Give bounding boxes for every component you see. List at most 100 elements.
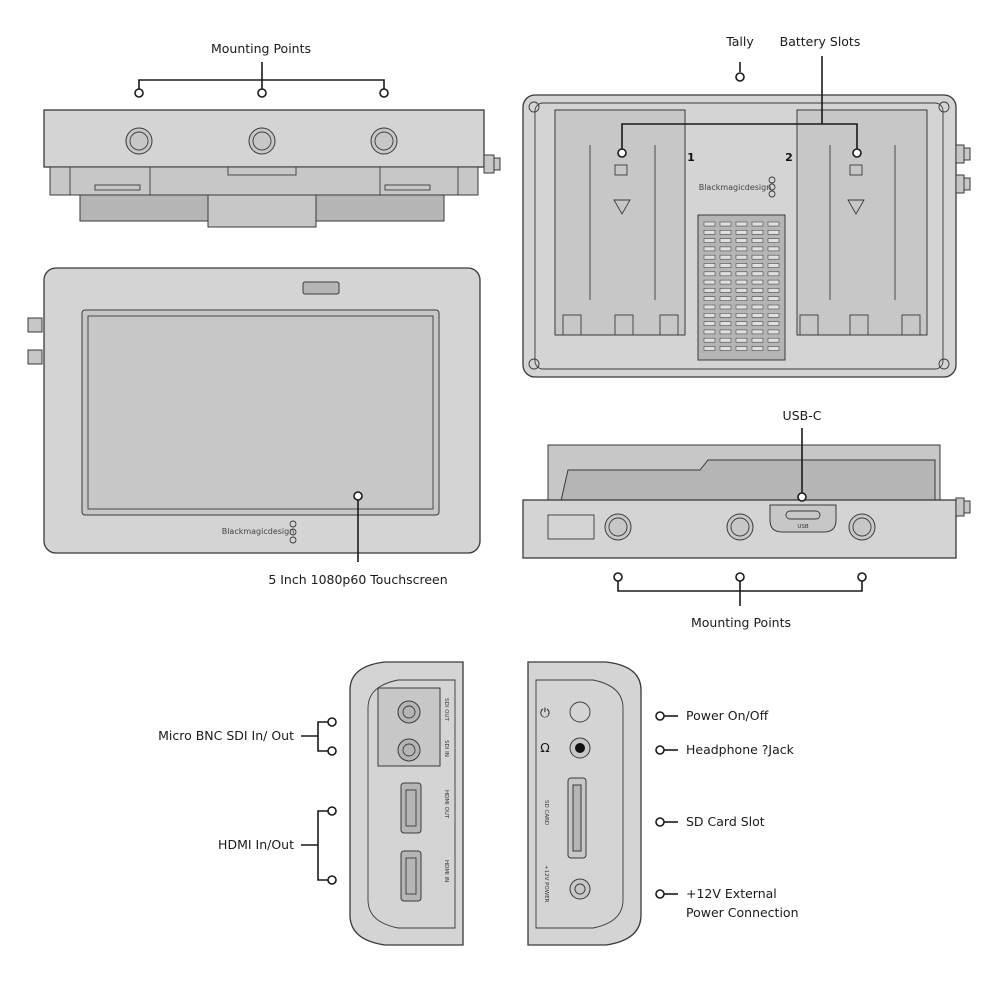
- vent-slot: [735, 221, 748, 227]
- power-connector: [569, 878, 591, 900]
- sdi-in-text: SDI IN: [443, 740, 449, 757]
- external-power-label-line1: +12V External: [686, 886, 777, 901]
- external-power-label-line2: Power Connection: [686, 905, 799, 920]
- vent-slot: [703, 271, 716, 277]
- vent-slot: [751, 329, 764, 335]
- sd-card-slot-label: SD Card Slot: [686, 814, 765, 829]
- top-view-battery-left: [79, 194, 209, 222]
- vent-slot: [703, 288, 716, 293]
- right-side-view: ⏻ Ω SD CARD +12V POWER Power On/Off Head…: [527, 661, 799, 946]
- vent-slot: [767, 337, 780, 343]
- vent-slot: [703, 346, 716, 351]
- vent-slot: [703, 246, 716, 252]
- battery-number-2: 2: [785, 151, 793, 164]
- vent-slot: [719, 238, 732, 243]
- vent-slot: [767, 221, 780, 227]
- vent-slot: [767, 230, 780, 235]
- battery-slot-left: [554, 109, 686, 336]
- hdmi-out-port: [400, 782, 422, 834]
- vent-slot: [735, 263, 748, 268]
- vent-slot: [719, 304, 732, 310]
- vent-slot: [767, 254, 780, 260]
- vent-slot: [703, 230, 716, 235]
- vent-slot: [735, 230, 748, 235]
- vent-slot: [719, 221, 732, 227]
- vent-slot: [735, 246, 748, 252]
- vent-slot: [703, 329, 716, 335]
- vent-slot: [735, 288, 748, 293]
- vent-slot: [703, 304, 716, 310]
- rear-bnc-top: [955, 144, 965, 164]
- vent-slot: [751, 279, 764, 285]
- vent-slot: [767, 263, 780, 268]
- vent-slot: [735, 271, 748, 277]
- vent-slot: [735, 312, 748, 318]
- vent-slot: [767, 329, 780, 335]
- usb-port-text: USB: [797, 524, 809, 530]
- battery-slot-right: [796, 109, 928, 336]
- rear-brand-logo: Blackmagicdesign: [699, 183, 772, 192]
- vent-slot: [735, 321, 748, 326]
- top-view-center-block: [207, 194, 317, 228]
- vent-slot: [703, 296, 716, 302]
- vent-slot: [751, 263, 764, 268]
- front-bnc-bottom: [27, 349, 43, 365]
- vent-slot: [735, 254, 748, 260]
- hdmi-in-text: HDMI IN: [443, 860, 449, 882]
- vent-slot: [767, 346, 780, 351]
- rear-bnc-bottom: [955, 174, 965, 194]
- usb-c-port: [785, 510, 821, 520]
- vent-slot: [735, 238, 748, 243]
- front-bnc-top: [27, 317, 43, 333]
- vent-slot: [719, 230, 732, 235]
- usb-c-label: USB-C: [783, 408, 822, 423]
- vent-slot: [751, 346, 764, 351]
- battery-slots-label: Battery Slots: [780, 34, 861, 49]
- vent-slot: [719, 346, 732, 351]
- vent-slot: [703, 321, 716, 326]
- vent-slot: [719, 329, 732, 335]
- vent-slot: [751, 230, 764, 235]
- hdmi-out-text: HDMI OUT: [443, 790, 449, 819]
- vent-slot: [703, 279, 716, 285]
- vent-slot: [751, 312, 764, 318]
- power-button: [569, 701, 591, 723]
- vent-slot: [735, 279, 748, 285]
- sdi-in-port: [397, 738, 421, 762]
- vent-slot: [719, 337, 732, 343]
- top-view-battery-right: [315, 194, 445, 222]
- headphone-jack-label: Headphone ?Jack: [686, 742, 795, 757]
- vent-slot: [751, 246, 764, 252]
- vent-slot: [735, 304, 748, 310]
- vent-slot: [719, 279, 732, 285]
- hdmi-in-port: [400, 850, 422, 902]
- battery-number-1: 1: [687, 151, 695, 164]
- vent-slot: [767, 279, 780, 285]
- top-view: Mounting Points: [43, 41, 501, 228]
- front-brand-logo: Blackmagicdesign: [222, 527, 295, 536]
- vent-slot: [735, 329, 748, 335]
- touchscreen: [81, 309, 440, 516]
- vent-slot: [751, 296, 764, 302]
- touchscreen-label: 5 Inch 1080p60 Touchscreen: [268, 572, 447, 587]
- front-view: Blackmagicdesign 5 Inch 1080p60 Touchscr…: [27, 267, 481, 587]
- vent-slot: [735, 296, 748, 302]
- sdi-out-port: [397, 700, 421, 724]
- vent-slot: [719, 321, 732, 326]
- power-12v-text: +12V POWER: [543, 865, 549, 903]
- vent-slot: [751, 254, 764, 260]
- vent-slot: [767, 238, 780, 243]
- vent-slot: [751, 304, 764, 310]
- vent-slot: [767, 288, 780, 293]
- vent-slot: [719, 271, 732, 277]
- vent-slot: [719, 312, 732, 318]
- sdi-out-text: SDI OUT: [443, 698, 449, 721]
- vent-slot: [751, 321, 764, 326]
- top-view-rear-section: [49, 166, 479, 196]
- vent-slot: [703, 263, 716, 268]
- vent-slot: [767, 271, 780, 277]
- vent-slot: [703, 221, 716, 227]
- headphone-icon: Ω: [540, 740, 550, 755]
- vent-slot: [719, 296, 732, 302]
